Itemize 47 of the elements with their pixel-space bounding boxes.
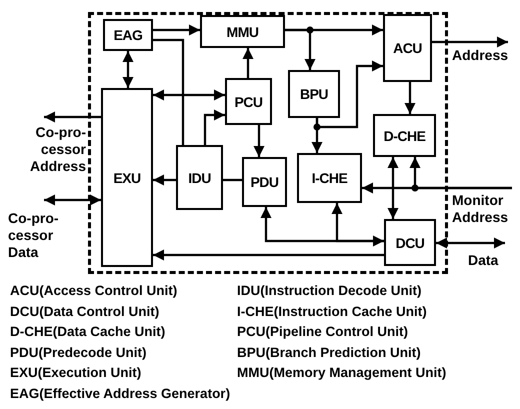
chip-boundary [88, 12, 448, 274]
arrow [153, 24, 200, 36]
signal-label: Data [468, 252, 508, 269]
abbreviation-note: ACU(Access Control Unit) [10, 282, 178, 300]
arrow [312, 118, 322, 153]
arrow [44, 112, 101, 122]
arrow [436, 238, 505, 248]
unit-box: D-CHE [373, 114, 436, 157]
unit-box: PDU [242, 157, 287, 207]
arrow [404, 82, 416, 114]
unit-box: I-CHE [297, 153, 362, 203]
arrow [388, 157, 398, 219]
abbreviation-note: PDU(Predecode Unit) [10, 344, 147, 362]
abbreviation-note: EAG(Effective Address Generator) [10, 384, 230, 402]
abbreviation-note: D-CHE(Data Cache Unit) [10, 323, 166, 341]
unit-box: PCU [225, 78, 272, 125]
signal-label: Co-pro- cessor Data [8, 210, 78, 260]
abbreviation-note: BPU(Branch Prediction Unit) [237, 344, 421, 362]
arrow [44, 194, 101, 206]
arrow [153, 250, 384, 260]
signal-label: Co-pro- cessor Address [4, 124, 86, 174]
abbreviation-note: DCU(Data Control Unit) [10, 302, 160, 320]
arrow [285, 28, 316, 70]
abbreviation-note: MMU(Memory Management Unit) [237, 364, 446, 382]
arrow [432, 36, 508, 48]
arrow [122, 51, 134, 88]
arrow [204, 110, 225, 145]
arrow [153, 174, 176, 186]
unit-box: MMU [200, 15, 285, 48]
arrow [410, 157, 512, 190]
unit-box: EXU [101, 88, 153, 267]
arrow [254, 125, 264, 157]
unit-box: IDU [176, 145, 223, 210]
unit-box: BPU [288, 70, 340, 118]
unit-box: EAG [103, 19, 153, 51]
abbreviation-note: I-CHE(Instruction Cache Unit) [237, 302, 427, 320]
unit-box: ACU [383, 14, 432, 82]
abbreviation-note: EXU(Execution Unit) [10, 364, 142, 382]
arrow [332, 203, 384, 246]
signal-label: Address [452, 47, 520, 64]
signal-label: Monitor Address [452, 192, 518, 226]
arrow [153, 90, 225, 100]
abbreviation-note: IDU(Instruction Decode Unit) [237, 282, 422, 300]
abbreviation-note: PCU(Pipeline Control Unit) [237, 323, 408, 341]
unit-box: DCU [384, 219, 436, 266]
arrow [260, 207, 384, 242]
arrow [242, 48, 254, 78]
